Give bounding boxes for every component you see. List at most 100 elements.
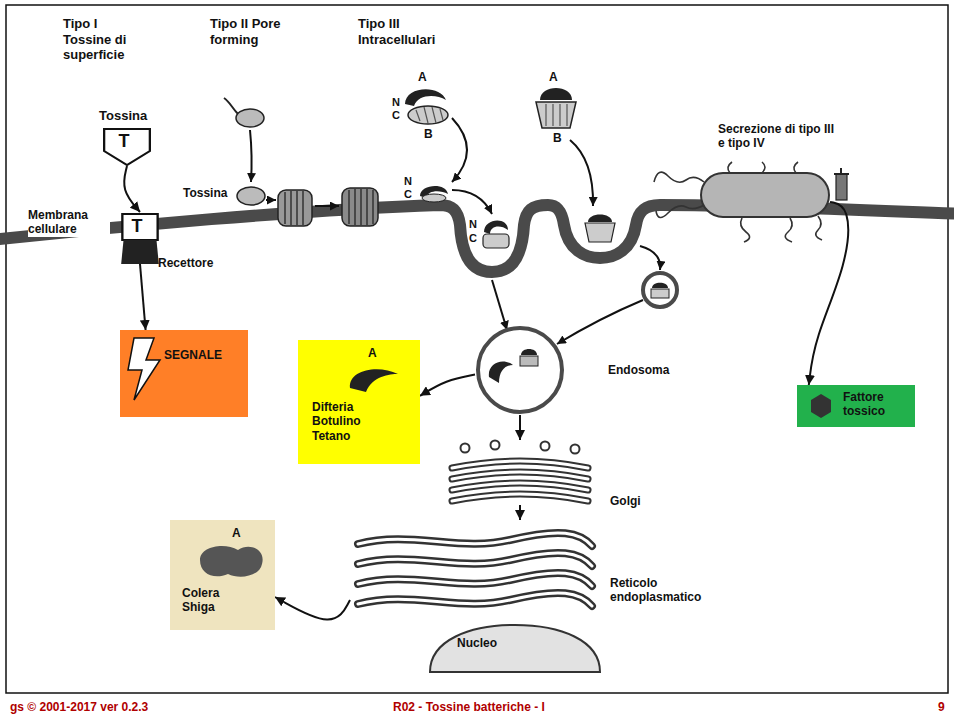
pore-toxin-part — [237, 187, 265, 205]
golgi-shape-part — [452, 461, 588, 468]
ab-toxin-part — [484, 220, 508, 234]
node-heading: Endosoma — [608, 363, 669, 377]
bacterium-shape — [700, 172, 830, 218]
toxic-factor-box-shape-part — [811, 394, 831, 418]
flagella-part — [816, 216, 822, 240]
endoplasmic-reticulum: Reticolo endoplasmatico — [350, 520, 600, 620]
golgi-shape-part — [452, 483, 588, 490]
ab-toxin-part — [652, 283, 668, 288]
pore-toxin-part — [278, 190, 312, 226]
type-heading: Tipo II Pore forming — [210, 16, 290, 47]
part-label: Recettore — [158, 256, 213, 270]
pore-toxin-part — [342, 188, 378, 226]
flow-arrow — [420, 375, 475, 396]
ab-toxin-part — [585, 223, 615, 242]
bacterium-shape-part — [701, 173, 829, 217]
pore-toxin-part — [315, 205, 339, 207]
endosome-shape-part — [489, 361, 513, 383]
ab-toxin-part — [570, 140, 593, 206]
node-heading: Reticolo endoplasmatico — [610, 576, 728, 605]
golgi-shape-part — [452, 494, 588, 501]
node-heading: Tossina — [99, 108, 147, 124]
golgi-shape-part — [491, 441, 500, 450]
subunit-letter: B — [424, 127, 433, 141]
ab-toxin-part — [640, 246, 660, 270]
ab-toxin-part — [483, 234, 509, 248]
node-text: T — [120, 216, 154, 238]
ab-toxin-part — [540, 88, 572, 100]
terminus-letter: C — [404, 188, 412, 201]
ab-toxin-part — [557, 300, 643, 344]
ab-toxin — [405, 89, 509, 330]
signal-box-shape — [120, 330, 248, 417]
toxin-result-box: AColera Shiga — [170, 520, 275, 630]
pore-toxin-part — [250, 130, 252, 182]
subunit-letter: A — [549, 70, 558, 84]
terminus-letter: C — [469, 232, 477, 245]
pore-toxin-part — [224, 98, 238, 114]
part-label: Tossina — [183, 186, 227, 200]
golgi-shape-part — [452, 472, 588, 479]
flagella-part — [741, 218, 750, 242]
toxic-factor-box: Fattore tossico — [797, 385, 915, 427]
endoplasmic-reticulum-shape-part — [358, 573, 592, 586]
toxin-result-box-shape-part — [350, 369, 398, 392]
flow-arrow — [519, 505, 521, 520]
subunit-letter: B — [553, 131, 562, 145]
flagella-part — [762, 162, 765, 173]
part-label: Nucleo — [457, 636, 497, 650]
type-heading: Tipo I Tossine di superficie — [63, 16, 148, 63]
endoplasmic-reticulum-shape-part — [358, 553, 592, 566]
pore-toxin-part — [236, 109, 264, 127]
part-label: Membrana cellulare — [28, 208, 110, 237]
secretion-syringe-part — [834, 168, 849, 174]
endoplasmic-reticulum-shape-part — [358, 573, 592, 586]
subunit-letter: A — [418, 70, 427, 84]
pore-toxin-part — [266, 199, 276, 201]
signal-box: SEGNALE — [120, 330, 248, 417]
golgi: Golgi — [440, 440, 600, 505]
endoplasmic-reticulum-shape-part — [358, 553, 592, 566]
terminus-letter: N — [404, 175, 412, 188]
flow-arrow — [140, 264, 146, 330]
flow-arrow — [519, 415, 521, 440]
secretion-syringe-part — [836, 174, 847, 200]
pore-toxin-part — [349, 189, 373, 225]
flagella-part — [656, 205, 704, 218]
endosome: Endosoma — [475, 325, 565, 415]
golgi-shape-part — [461, 444, 470, 453]
endosome-shape — [475, 325, 565, 415]
pore-toxin — [224, 98, 378, 226]
flow-arrow — [275, 597, 350, 620]
endoplasmic-reticulum-shape — [350, 520, 600, 620]
slide-frame — [6, 5, 948, 693]
node-heading: Golgi — [610, 494, 641, 508]
golgi-shape — [440, 440, 600, 505]
ab-toxin-part — [651, 289, 669, 298]
node-text: T — [103, 131, 145, 153]
flagella-part — [794, 162, 798, 173]
endoplasmic-reticulum-shape-part — [358, 533, 592, 546]
ab-toxin-part — [452, 190, 492, 214]
ab-toxin-part — [492, 280, 507, 330]
ab-toxin-part — [405, 89, 446, 106]
terminus-letter: N — [392, 96, 400, 109]
flow-arrow — [809, 202, 848, 385]
endoplasmic-reticulum-shape-part — [358, 593, 592, 606]
node-text: Colera Shiga — [182, 586, 242, 615]
ab-toxin-part — [408, 106, 448, 124]
secretion-syringe — [834, 168, 849, 200]
nucleus — [430, 625, 600, 672]
flagella-part — [654, 172, 704, 182]
node-heading: Secrezione di tipo III e tipo IV — [718, 122, 836, 151]
golgi-shape-part — [452, 472, 588, 479]
node-text: Fattore tossico — [843, 390, 907, 419]
ab-toxin-part — [643, 273, 677, 307]
footer-text: gs © 2001-2017 ver 0.2.3 — [10, 700, 148, 714]
endosome-shape-part — [521, 349, 537, 355]
toxin-result-box-shape-part — [200, 546, 263, 577]
node-text: Difteria Botulino Tetano — [312, 400, 397, 443]
ab-toxin-part — [536, 102, 576, 128]
bacterium: Secrezione di tipo III e tipo IV — [700, 172, 830, 218]
